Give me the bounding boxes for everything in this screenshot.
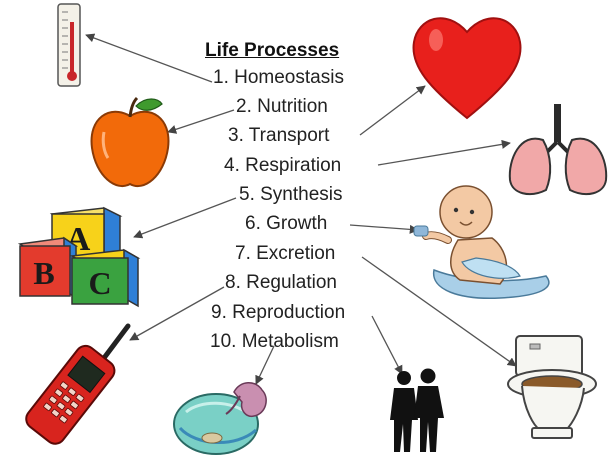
process-reproduction: 9. Reproduction [211,302,346,323]
cell-phone-icon [25,323,131,445]
arrow-transport [359,85,426,136]
arrow-excretion [361,256,517,367]
process-homeostasis: 1. Homeostasis [213,67,344,88]
process-respiration: 4. Respiration [224,155,342,176]
process-regulation: 8. Regulation [225,272,337,293]
abc-blocks-icon: A B C [17,206,141,308]
process-transport: 3. Transport [228,125,330,146]
couple-silhouette-icon [390,368,444,452]
heart-icon [412,17,522,120]
arrow-reproduction [371,315,403,375]
diagram-title: Life Processes [205,40,340,61]
process-synthesis: 5. Synthesis [239,184,343,205]
process-growth: 6. Growth [245,213,328,234]
arrow-nutrition [167,109,235,134]
process-excretion: 7. Excretion [235,243,336,264]
arrow-metabolism [255,345,275,385]
thermometer-icon [57,3,81,87]
digestion-icon [173,382,267,455]
arrow-growth [349,224,419,234]
lungs-icon [508,104,608,196]
arrow-synthesis [133,197,237,239]
toilet-icon [507,335,597,439]
arrow-respiration [377,139,511,166]
apple-icon [90,96,170,187]
process-metabolism: 10. Metabolism [210,331,339,352]
process-nutrition: 2. Nutrition [236,96,328,117]
baby-icon [413,185,550,299]
arrow-homeostasis [85,33,213,83]
block-b-label: B [33,255,54,291]
block-c-label: C [88,265,111,301]
arrow-regulation [129,286,225,341]
